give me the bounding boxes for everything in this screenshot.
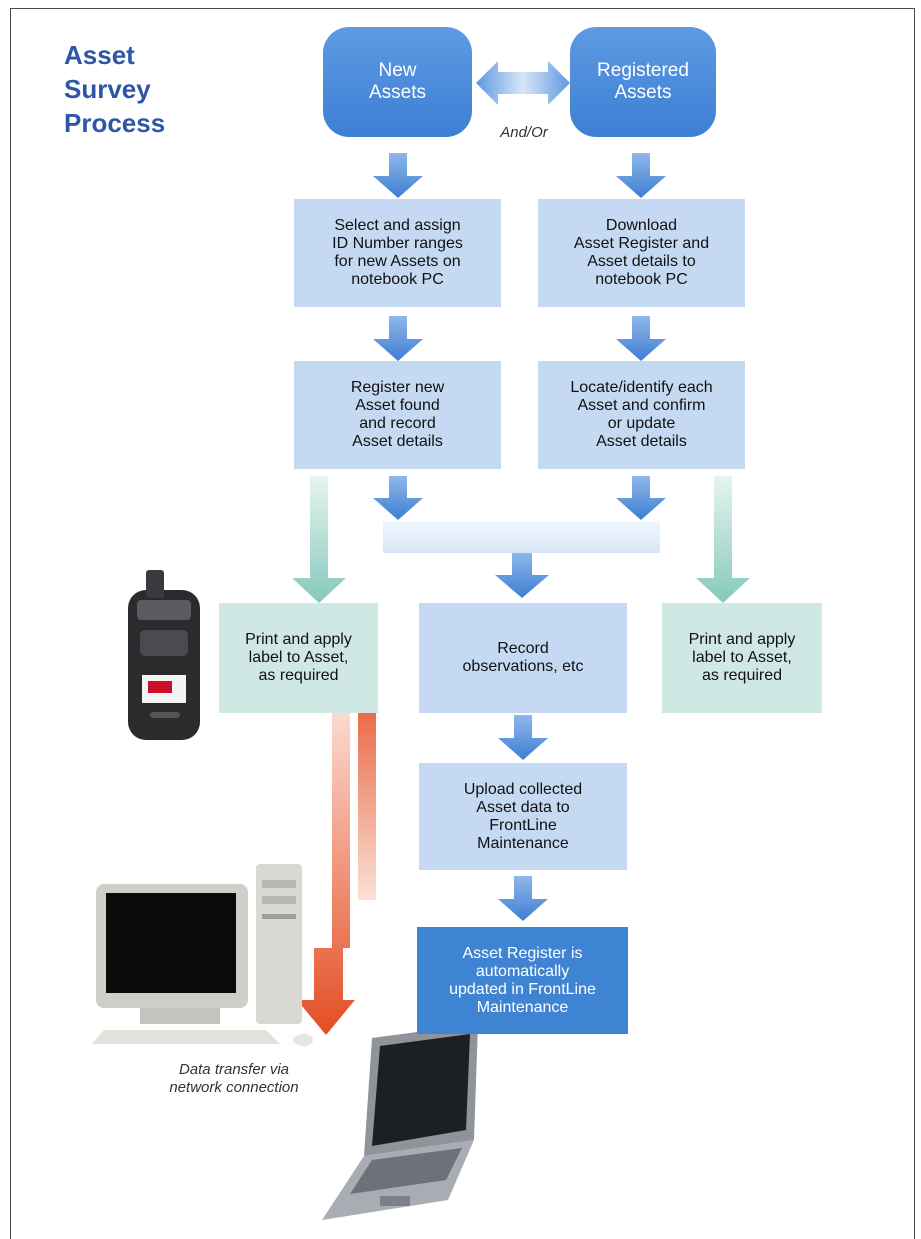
download-register-text: Download Asset Register and Asset detail…: [573, 217, 710, 288]
arrow-new-to-assign: [373, 153, 423, 198]
register-new-box: Register new Asset found and record Asse…: [294, 361, 501, 469]
data-transfer-caption: Data transfer via network connection: [169, 1061, 299, 1096]
locate-identify-text: Locate/identify each Asset and confirm o…: [570, 379, 713, 450]
new-assets-label: New Assets: [368, 60, 427, 103]
assign-ids-text: Select and assign ID Number ranges for n…: [332, 217, 463, 288]
page-frame: [10, 8, 915, 1239]
transfer-arrow-up: [313, 663, 376, 900]
download-register-box: Download Asset Register and Asset detail…: [538, 199, 745, 307]
arrow-locate-down: [616, 476, 666, 520]
registered-assets-box: Registered Assets: [570, 27, 716, 137]
arrow-mint-left: [292, 476, 346, 603]
new-assets-box: New Assets: [323, 27, 472, 137]
arrow-mint-right: [696, 476, 750, 603]
arrow-assign-to-register: [373, 316, 423, 361]
register-new-text: Register new Asset found and record Asse…: [350, 379, 445, 450]
mobile-printer-image: [128, 570, 200, 740]
print-label-left-box: Print and apply label to Asset, as requi…: [219, 603, 378, 713]
arrow-record-to-upload: [498, 715, 548, 760]
diagram-title: Asset Survey Process: [64, 38, 165, 140]
record-observations-text: Record observations, etc: [462, 640, 584, 675]
register-updated-box: Asset Register is automatically updated …: [417, 927, 628, 1034]
registered-assets-label: Registered Assets: [597, 60, 689, 103]
desktop-computer-image: [92, 864, 313, 1046]
print-label-right-box: Print and apply label to Asset, as requi…: [662, 603, 822, 713]
title-line-1: Asset: [64, 40, 135, 70]
arrow-registered-to-download: [616, 153, 666, 198]
arrow-download-to-locate: [616, 316, 666, 361]
notebook-pc-image: [322, 1024, 478, 1220]
record-observations-box: Record observations, etc: [419, 603, 627, 713]
and-or-label: And/Or: [500, 124, 548, 141]
upload-data-box: Upload collected Asset data to FrontLine…: [419, 763, 627, 870]
register-updated-text: Asset Register is automatically updated …: [449, 944, 596, 1016]
transfer-arrow-down: [297, 700, 355, 1035]
title-line-3: Process: [64, 108, 166, 138]
merge-bar: [383, 521, 660, 553]
assign-ids-box: Select and assign ID Number ranges for n…: [294, 199, 501, 307]
print-label-left-text: Print and apply label to Asset, as requi…: [245, 631, 352, 684]
upload-data-text: Upload collected Asset data to FrontLine…: [463, 780, 583, 852]
print-label-right-text: Print and apply label to Asset, as requi…: [688, 631, 796, 684]
double-arrow: [476, 61, 570, 105]
arrow-upload-to-updated: [498, 876, 548, 921]
arrow-register-down: [373, 476, 423, 520]
locate-identify-box: Locate/identify each Asset and confirm o…: [538, 361, 745, 469]
title-line-2: Survey: [64, 74, 151, 104]
arrow-merge-to-record: [495, 553, 549, 598]
